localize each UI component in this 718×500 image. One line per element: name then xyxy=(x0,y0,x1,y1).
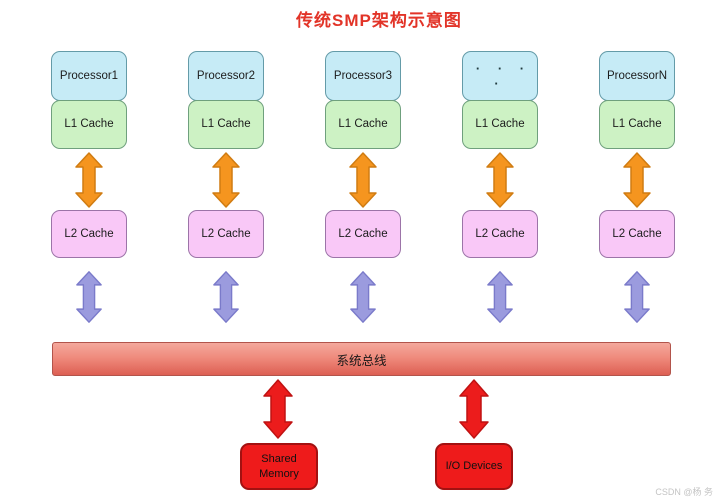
diagram-title: 传统SMP架构示意图 xyxy=(296,11,462,30)
l2-bus-double-arrow-icon xyxy=(213,271,239,323)
l1-cache-box: L1 Cache xyxy=(51,99,127,149)
l2-bus-double-arrow-icon xyxy=(350,271,376,323)
processor-column-2: Processor2 L1 Cache L2 Cache xyxy=(188,51,264,327)
more-processors-dots: · · · · xyxy=(462,51,538,101)
l2-bus-double-arrow-icon xyxy=(76,271,102,323)
io-devices-box: I/O Devices xyxy=(435,443,513,490)
l1-l2-double-arrow-icon xyxy=(486,152,514,208)
shared-memory-box: Shared Memory xyxy=(240,443,318,490)
l2-bus-double-arrow-icon xyxy=(487,271,513,323)
processor-box: Processor2 xyxy=(188,51,264,101)
processor-box: Processor3 xyxy=(325,51,401,101)
l1-cache-box: L1 Cache xyxy=(462,99,538,149)
l2-cache-box: L2 Cache xyxy=(188,210,264,258)
bus-memory-double-arrow-icon xyxy=(263,379,293,439)
processor-box: Processor1 xyxy=(51,51,127,101)
processor-column-3: Processor3 L1 Cache L2 Cache xyxy=(325,51,401,327)
l1-l2-double-arrow-icon xyxy=(75,152,103,208)
l1-l2-double-arrow-icon xyxy=(623,152,651,208)
l2-cache-box: L2 Cache xyxy=(51,210,127,258)
processor-column-1: Processor1 L1 Cache L2 Cache xyxy=(51,51,127,327)
l1-cache-box: L1 Cache xyxy=(188,99,264,149)
l2-cache-box: L2 Cache xyxy=(599,210,675,258)
processor-box: ProcessorN xyxy=(599,51,675,101)
l1-l2-double-arrow-icon xyxy=(212,152,240,208)
l1-cache-box: L1 Cache xyxy=(325,99,401,149)
l2-cache-box: L2 Cache xyxy=(462,210,538,258)
l2-cache-box: L2 Cache xyxy=(325,210,401,258)
csdn-watermark: CSDN @杨 务 xyxy=(655,487,713,497)
l1-l2-double-arrow-icon xyxy=(349,152,377,208)
l1-cache-box: L1 Cache xyxy=(599,99,675,149)
l2-bus-double-arrow-icon xyxy=(624,271,650,323)
system-bus-bar: 系统总线 xyxy=(52,342,671,376)
bus-io-double-arrow-icon xyxy=(459,379,489,439)
processor-column-ellipsis: · · · · L1 Cache L2 Cache xyxy=(462,51,538,327)
processor-column-n: ProcessorN L1 Cache L2 Cache xyxy=(599,51,675,327)
